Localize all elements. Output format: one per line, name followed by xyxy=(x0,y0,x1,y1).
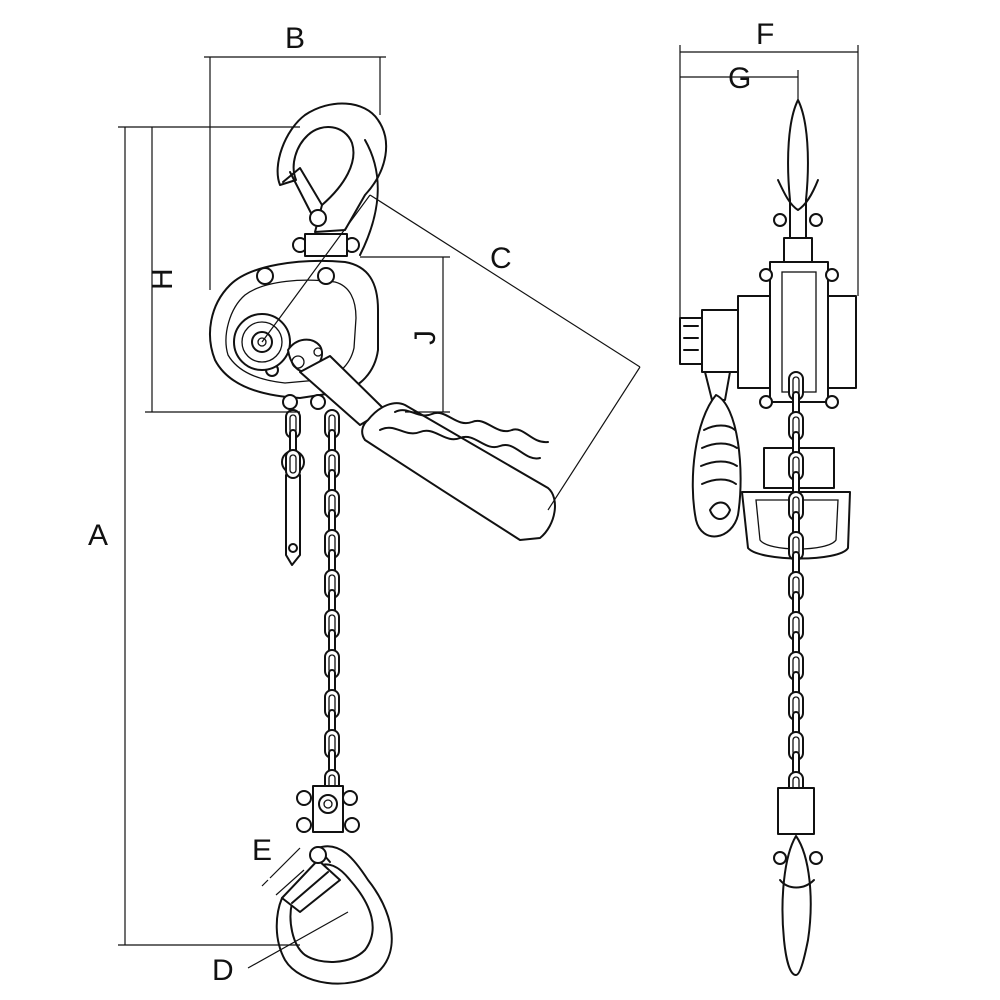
side-dimensions: F G xyxy=(679,18,859,318)
bottom-hook-block xyxy=(296,785,360,833)
chain-link xyxy=(285,449,301,479)
dim-label-j: J xyxy=(409,330,442,345)
side-load-chain xyxy=(788,371,804,801)
front-dimensions: A H B J C E D xyxy=(88,22,641,987)
dim-label-g: G xyxy=(728,62,751,95)
front-load-chain xyxy=(324,409,340,799)
dim-label-b: B xyxy=(285,22,305,55)
dim-label-a: A xyxy=(88,519,108,552)
dim-label-e: E xyxy=(252,834,272,867)
front-view xyxy=(209,102,556,985)
side-view xyxy=(679,99,857,976)
front-slack-chain xyxy=(285,409,301,479)
dim-label-c: C xyxy=(490,242,512,275)
bottom-hook xyxy=(275,845,393,985)
dim-label-d: D xyxy=(212,954,234,987)
top-hook xyxy=(276,102,388,257)
dim-label-h: H xyxy=(146,268,179,290)
chain-link-inner xyxy=(289,454,297,474)
lever-handle xyxy=(299,355,556,541)
dim-label-f: F xyxy=(756,18,774,51)
